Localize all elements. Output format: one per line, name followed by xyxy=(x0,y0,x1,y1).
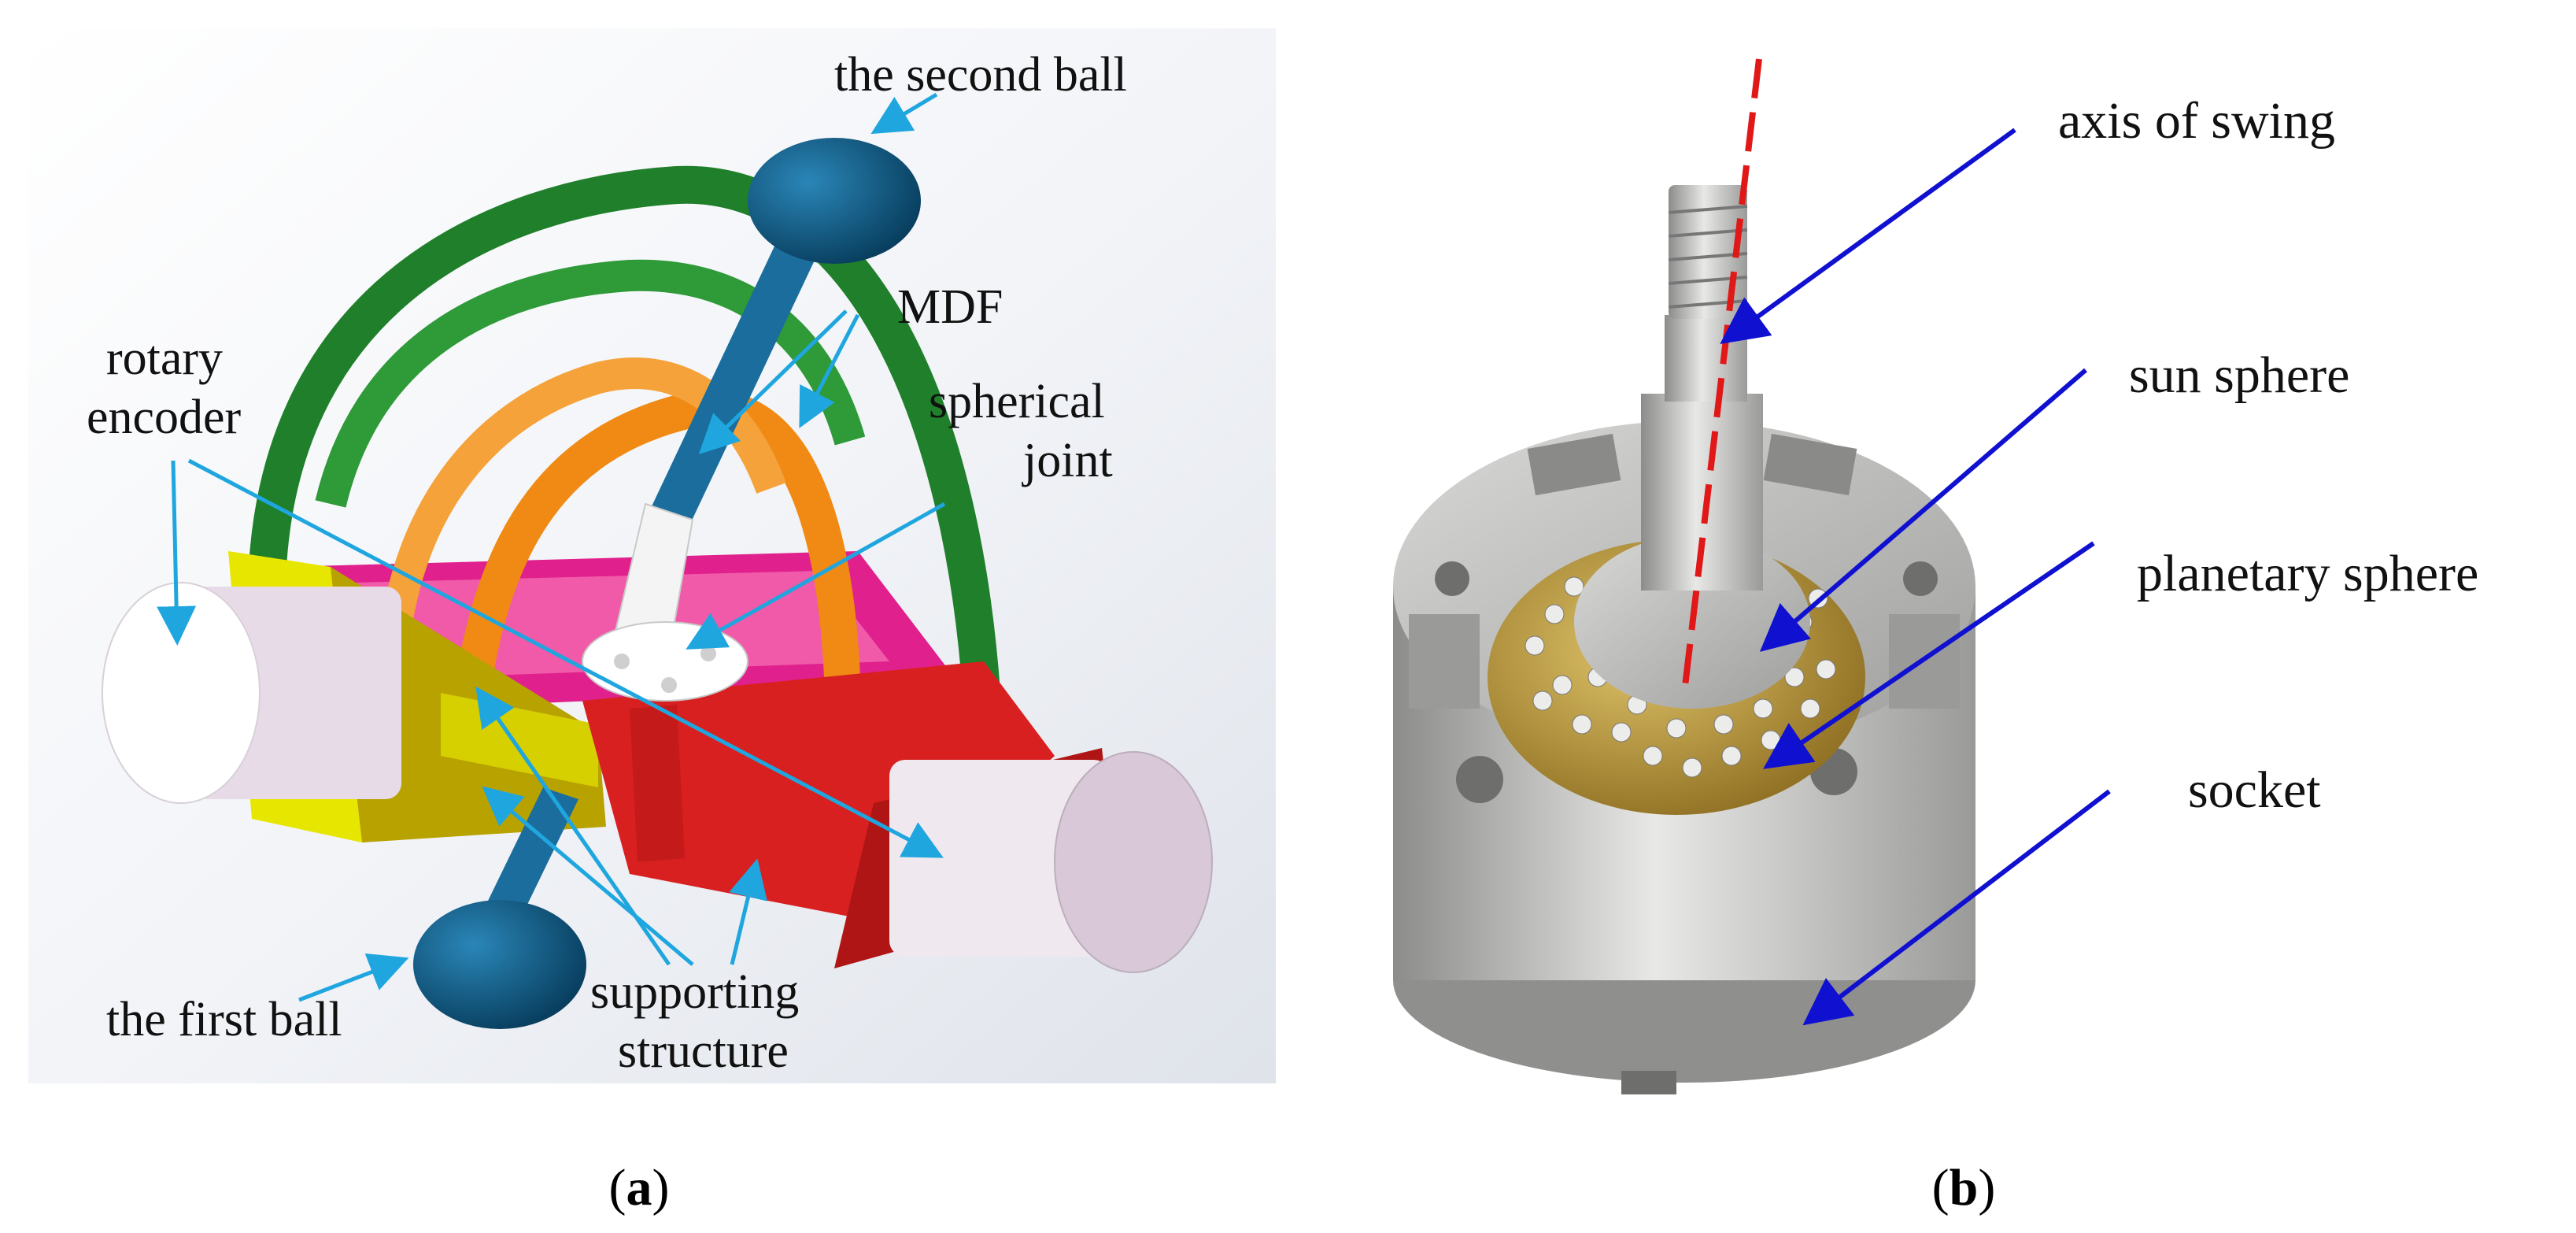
second-ball xyxy=(748,138,921,264)
label-rotary-encoder-2: encoder xyxy=(87,391,242,444)
label-supporting-structure-1: supporting xyxy=(590,965,799,1019)
label-planetary-sphere: planetary sphere xyxy=(2137,545,2478,602)
encoder-right xyxy=(889,751,1213,973)
label-socket: socket xyxy=(2188,761,2321,819)
panel-a-leaders xyxy=(157,92,946,1002)
encoder-left xyxy=(102,582,401,804)
label-spherical-joint-2: joint xyxy=(1022,434,1113,487)
label-first-ball: the first ball xyxy=(106,993,342,1046)
panel-a: the second ball MDF rotary encoder spher… xyxy=(28,28,1276,1216)
panel-b: axis of swing sun sphere planetary spher… xyxy=(1393,58,2478,1216)
label-axis-of-swing: axis of swing xyxy=(2058,92,2335,150)
first-ball xyxy=(413,900,586,1029)
label-spherical-joint-1: spherical xyxy=(929,375,1105,428)
label-sun-sphere: sun sphere xyxy=(2129,346,2349,404)
label-second-ball: the second ball xyxy=(834,48,1127,102)
lever-rod-upper xyxy=(645,236,819,535)
label-mdf: MDF xyxy=(897,280,1003,334)
red-plate xyxy=(630,705,685,862)
green-arc-inner xyxy=(315,259,866,508)
shaft-neck xyxy=(1665,315,1747,402)
lever-rod-lower xyxy=(476,787,578,937)
label-supporting-structure-2: structure xyxy=(618,1024,789,1078)
label-rotary-encoder-1: rotary xyxy=(106,331,223,385)
caption-a: (a) xyxy=(609,1159,670,1216)
orange-arc-front xyxy=(446,390,860,788)
panel-b-leaders xyxy=(1720,128,2111,1026)
green-arc-outer xyxy=(249,165,1003,734)
caption-b: (b) xyxy=(1932,1159,1996,1216)
